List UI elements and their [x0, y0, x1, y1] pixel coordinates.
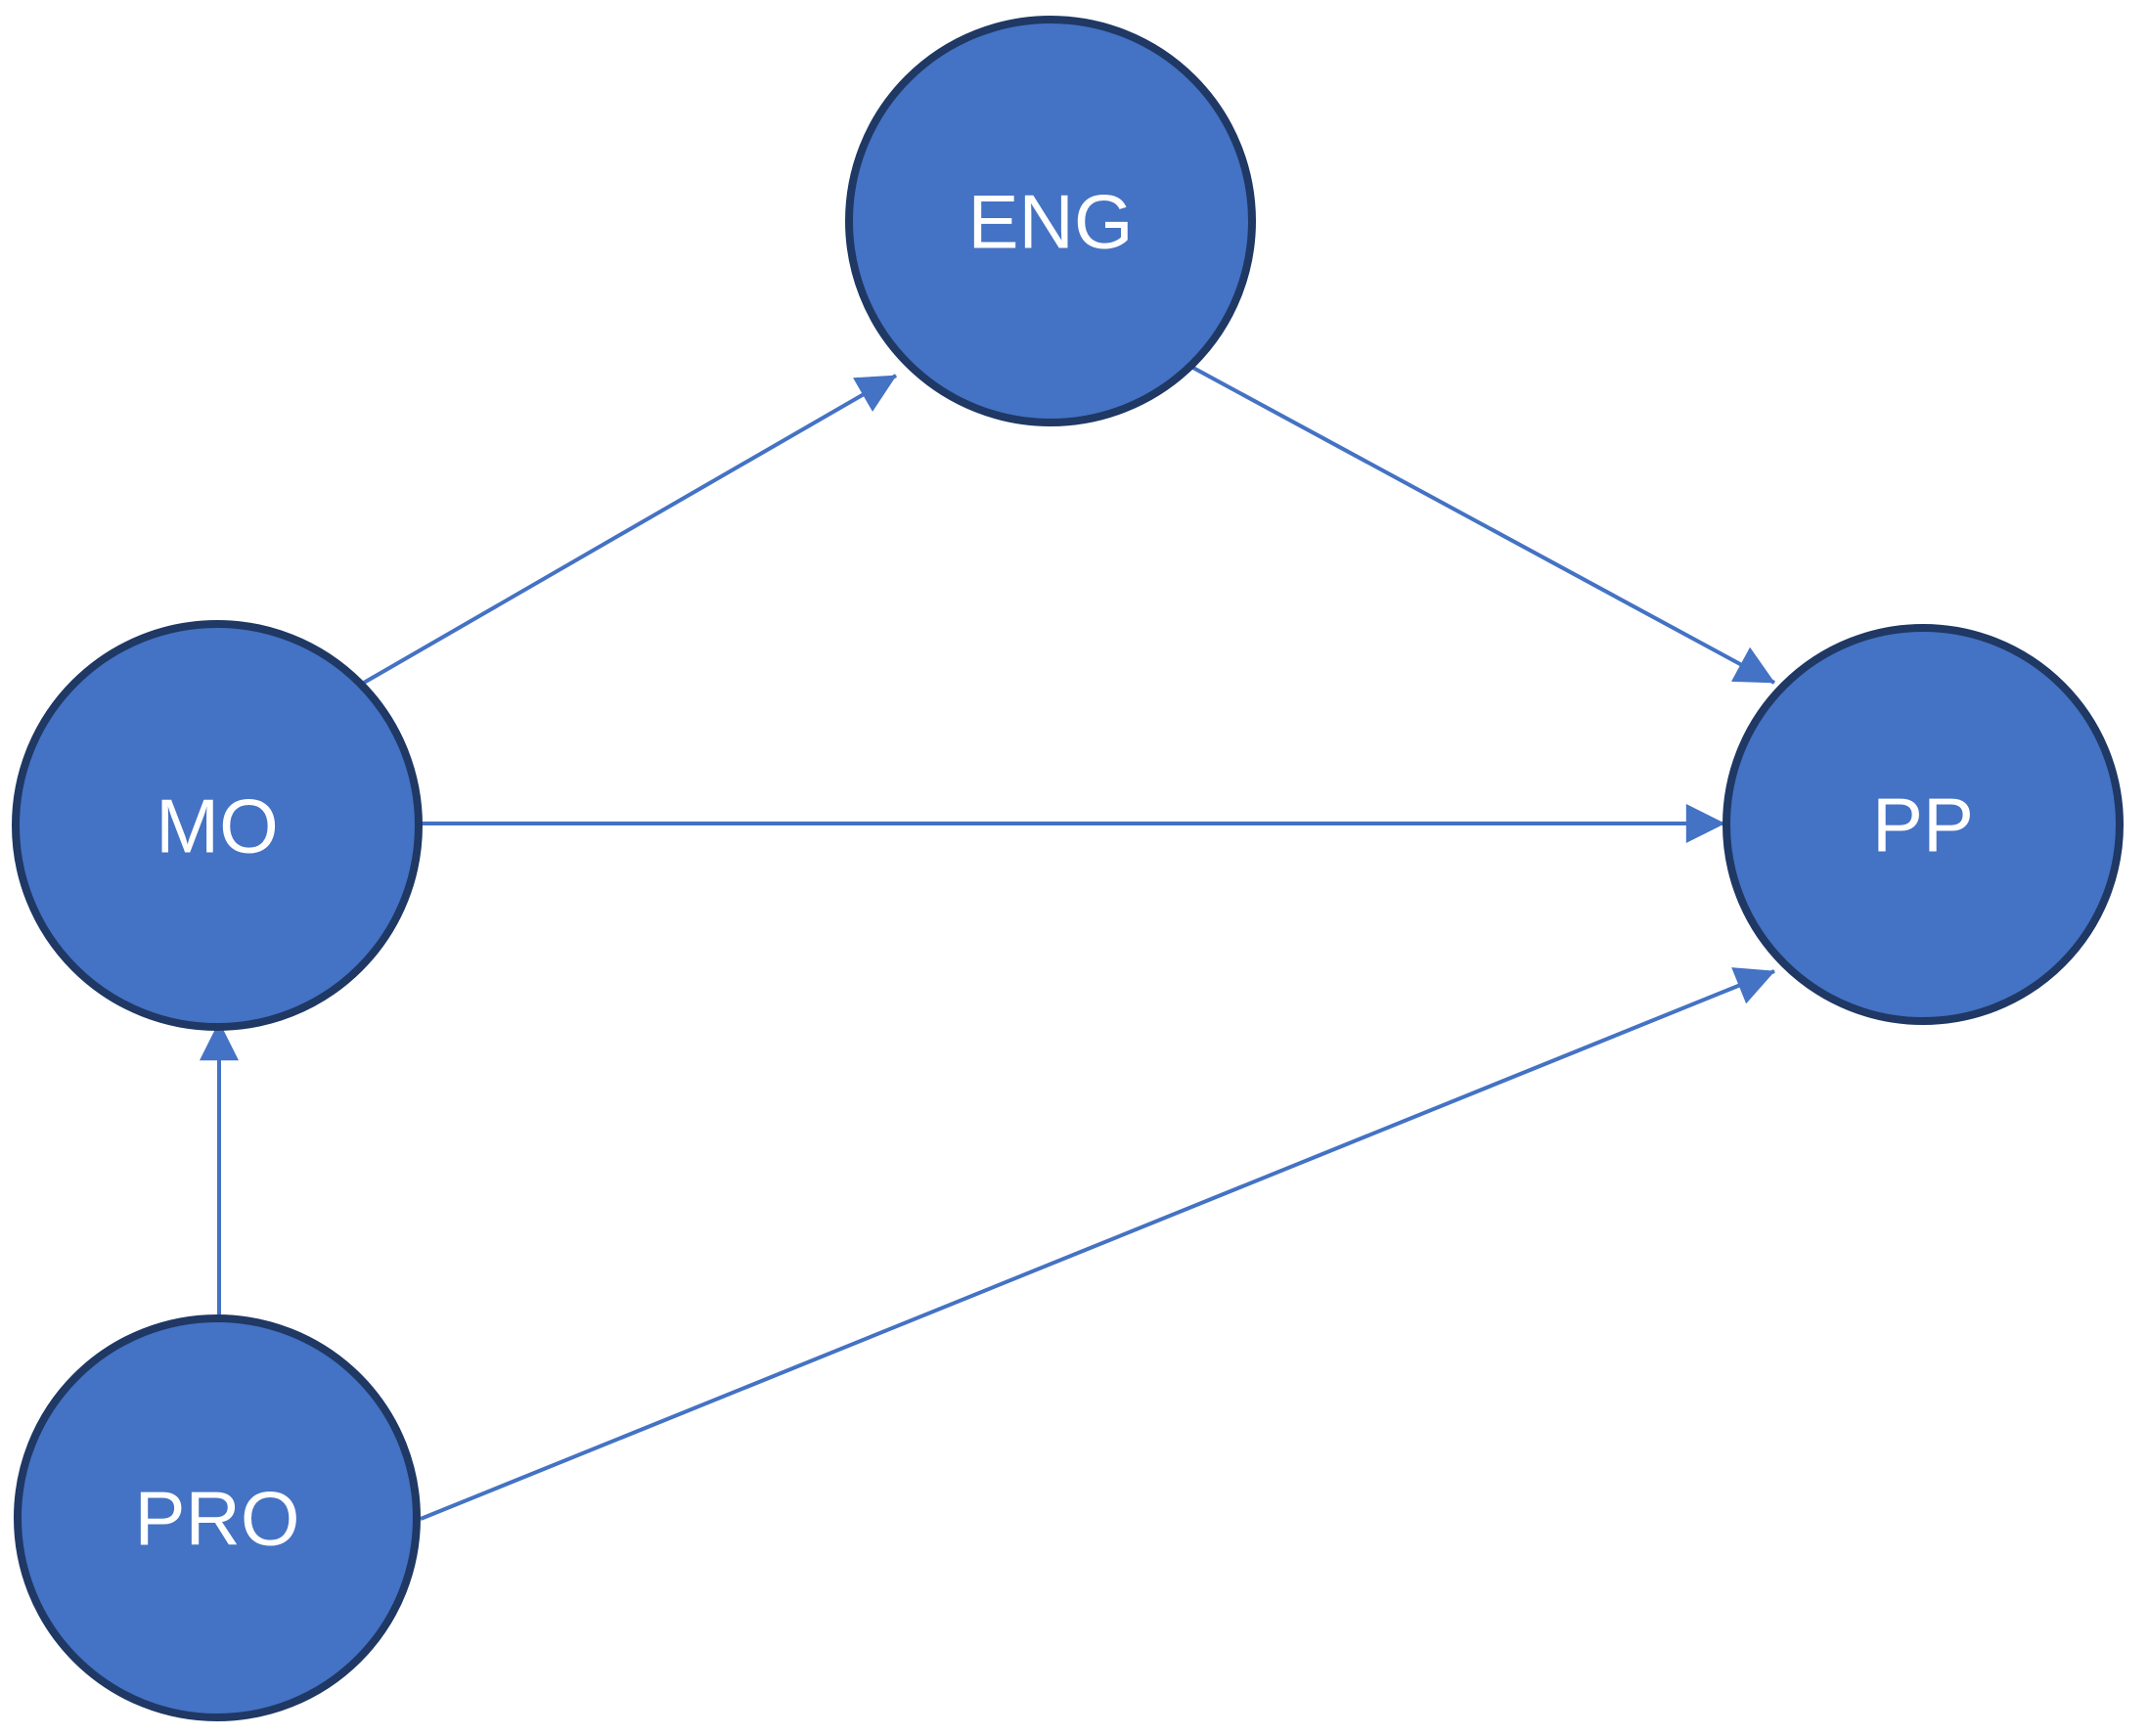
node-mo: MO	[12, 620, 423, 1031]
edge-arrow-pro-to-pp	[420, 967, 1775, 1521]
node-eng: ENG	[845, 16, 1256, 426]
node-pro: PRO	[14, 1314, 421, 1721]
node-pp: PP	[1723, 624, 2124, 1025]
node-circle-eng	[845, 16, 1256, 426]
node-circle-pp	[1723, 624, 2124, 1025]
node-label-pro: PRO	[134, 1475, 299, 1561]
node-circle-mo	[12, 620, 423, 1031]
node-label-eng: ENG	[967, 178, 1133, 264]
node-label-mo: MO	[156, 782, 279, 868]
edge-arrow-eng-to-pp	[1190, 365, 1775, 685]
node-label-pp: PP	[1872, 781, 1974, 868]
node-circle-pro	[14, 1314, 421, 1721]
edge-arrow-mo-to-eng	[363, 374, 897, 685]
